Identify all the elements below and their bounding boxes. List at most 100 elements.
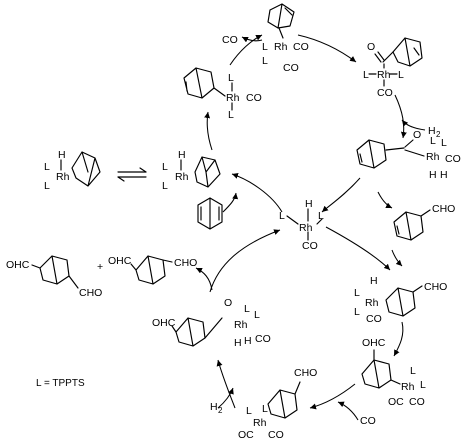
label-l: L (254, 309, 260, 321)
norbornene-ring (392, 37, 423, 67)
arrow-co-in (241, 36, 263, 43)
label-l: L (246, 405, 252, 417)
equilibrium-head-2 (117, 176, 125, 182)
label-l: L (228, 72, 234, 84)
norbornene-ring (356, 139, 387, 169)
bond (294, 381, 301, 395)
label-l: L (318, 210, 324, 222)
bond (390, 379, 401, 385)
bond (213, 87, 226, 97)
label-rh: Rh (253, 417, 267, 429)
reagent-co: CO (222, 34, 238, 46)
label-ohc: OHC (152, 317, 176, 329)
plus-sign: + (97, 261, 103, 273)
label-o: O (224, 297, 232, 309)
bond (316, 218, 323, 225)
norbornadiene-ring (194, 156, 221, 188)
complex-alkyl-aldehyde: OHC L Rh L OC CO (361, 337, 426, 408)
equilibrium-head (139, 167, 147, 173)
bond (420, 209, 431, 217)
label-cho: CHO (432, 203, 455, 215)
label-l: L (354, 306, 360, 318)
label-o: O (367, 41, 375, 53)
complex-pi-diene: L H Rh L (162, 149, 221, 192)
bond (385, 147, 405, 151)
norbornadiene-ring (71, 151, 101, 187)
label-l: L (162, 180, 168, 192)
complex-acyl-dihydride-2: OHC O Rh L L CO H H (152, 297, 271, 349)
norbornane-ring (175, 317, 206, 347)
complex-hydride-aldehyde: L H Rh L CO CHO (354, 275, 447, 325)
norbornene-ring (393, 211, 424, 241)
bond (31, 264, 41, 269)
label-h: H (178, 149, 186, 161)
arrow-monoaldehyde-coordination (391, 249, 403, 267)
label-h2-subscript: 2 (218, 406, 223, 415)
bond (68, 275, 79, 289)
label-l: L (354, 287, 360, 299)
norbornene-ring (385, 287, 416, 317)
arrow-to-dihydride (394, 94, 407, 139)
label-l: L (441, 137, 447, 149)
label-ohc: OHC (108, 255, 132, 267)
label-l: L (410, 365, 416, 377)
bond (404, 149, 425, 157)
label-rh: Rh (377, 69, 391, 81)
label-co: CO (255, 333, 271, 345)
arrow-regenerate-catalyst (209, 229, 281, 293)
arrow-to-hydride-complex (325, 226, 391, 271)
complex-far-left-diene: L H Rh L (44, 149, 101, 192)
label-co: CO (268, 429, 284, 441)
arrow-to-co-complex (229, 34, 263, 66)
label-o: O (413, 129, 421, 141)
free-norbornadiene (197, 197, 223, 230)
label-l: L (44, 180, 50, 192)
label-co: CO (302, 240, 318, 252)
label-rh: Rh (56, 171, 70, 183)
equilibrium-arrows (117, 167, 147, 182)
label-h: H (305, 198, 313, 210)
label-cho: CHO (424, 281, 447, 293)
label-h: H (370, 275, 378, 287)
label-rh: Rh (175, 171, 189, 183)
label-rh: Rh (226, 92, 240, 104)
label-co: CO (445, 153, 461, 165)
label-rh: Rh (234, 319, 248, 331)
norbornene-monoaldehyde: CHO (393, 203, 455, 241)
bond (278, 27, 284, 39)
label-l: L (162, 161, 168, 173)
ligand-legend: L = TPPTS (36, 378, 85, 389)
label-co: CO (293, 41, 309, 53)
label-l: L (363, 69, 369, 81)
arrow-h2-in (401, 119, 426, 131)
bond (204, 317, 223, 339)
arrow-to-alkyl (204, 111, 213, 151)
arrow-to-alkyl-2 (393, 321, 404, 357)
label-l: L (244, 303, 250, 315)
bond (171, 325, 177, 333)
arrow-to-pi-complex (231, 173, 283, 213)
bond (130, 263, 137, 271)
arrow-to-acyl-2 (216, 359, 236, 409)
central-catalyst-hrh-co-l2: L H Rh L CO (279, 198, 324, 252)
label-h: H (244, 335, 252, 347)
label-h: H (234, 337, 242, 349)
arrow-co-in-2 (337, 401, 359, 421)
cycle-arrows (195, 34, 407, 410)
complex-alkyl-co-bottom: CHO L L Rh OC CO (238, 367, 317, 441)
label-h: H (429, 169, 437, 181)
norbornene-ring (267, 3, 295, 29)
label-co: CO (283, 62, 299, 74)
label-h2: H (210, 401, 218, 413)
dialdehyde-products: OHC CHO + OHC CHO (6, 255, 197, 299)
arrow-to-co-complex-2 (309, 383, 356, 410)
label-co: CO (409, 396, 425, 408)
label-h: H (58, 149, 66, 161)
label-ohc: OHC (6, 259, 30, 271)
label-l: L (430, 135, 436, 147)
label-h2: H (428, 125, 436, 137)
label-l: L (279, 210, 285, 222)
reagent-h2-top: H 2 (428, 125, 441, 139)
bond (412, 285, 423, 293)
